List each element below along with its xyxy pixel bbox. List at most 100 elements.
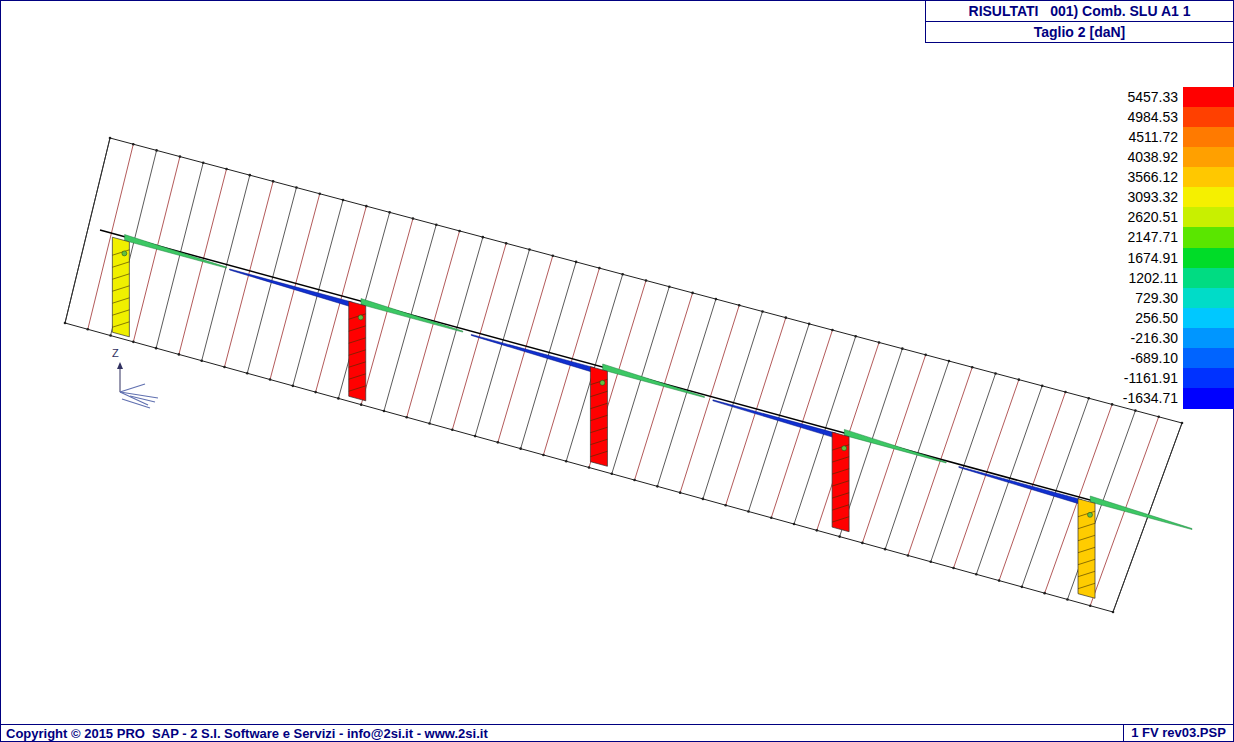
legend-value: 4511.72 — [1128, 127, 1178, 147]
hatch-line — [832, 469, 849, 474]
file-name-box: 1 FV rev03.PSP — [1123, 724, 1234, 742]
hatch-line — [349, 326, 366, 331]
mesh-node — [645, 279, 648, 282]
hatch-line — [349, 314, 366, 319]
mesh-node — [383, 410, 386, 413]
mesh-node — [854, 335, 857, 338]
mesh-node — [656, 485, 659, 488]
shear-positive-strip — [603, 364, 705, 398]
mesh-node — [528, 248, 531, 251]
mesh-node — [482, 236, 485, 239]
hatch-line — [112, 262, 129, 267]
mesh-node — [451, 429, 454, 432]
mesh-node — [428, 422, 431, 425]
legend-swatch — [1183, 348, 1234, 369]
legend-swatch — [1183, 127, 1234, 148]
legend-value: 729.30 — [1135, 288, 1178, 308]
mesh-node — [1041, 385, 1044, 388]
mesh-node — [715, 298, 718, 301]
legend-swatch — [1183, 227, 1234, 248]
header-subtitle: Taglio 2 [daN] — [926, 21, 1233, 42]
mesh-node — [405, 416, 408, 419]
legend-value: -1634.71 — [1123, 388, 1178, 408]
mesh-node — [519, 447, 522, 450]
mesh-node — [668, 285, 671, 288]
hatch-line — [349, 374, 366, 379]
hatch-line — [1078, 571, 1095, 576]
hatch-line — [112, 298, 129, 303]
hatch-line — [112, 322, 129, 327]
legend-swatch — [1183, 107, 1234, 128]
axis-icon — [117, 362, 158, 408]
mesh-node — [838, 535, 841, 538]
copyright-note: Copyright © 2015 PRO SAP - 2 S.I. Softwa… — [6, 726, 488, 741]
mesh-node — [365, 205, 368, 208]
support-symbol — [600, 380, 605, 385]
mesh-node — [1064, 391, 1067, 394]
hatch-line — [112, 310, 129, 315]
legend-value: -1161.91 — [1124, 368, 1178, 388]
hatch-line — [590, 415, 607, 420]
mesh-node — [292, 385, 295, 388]
legend-swatch — [1183, 87, 1234, 108]
mesh-node — [948, 360, 951, 363]
hatch-line — [590, 403, 607, 408]
mesh-node — [785, 316, 788, 319]
mesh-node — [793, 523, 796, 526]
legend-swatch — [1183, 167, 1234, 188]
mesh-node — [1111, 403, 1114, 406]
mesh-node — [1134, 409, 1137, 412]
legend-value: 4984.53 — [1127, 107, 1178, 127]
mesh-node — [816, 529, 819, 532]
mesh-node — [109, 137, 112, 140]
support-symbol — [1088, 512, 1093, 517]
hatch-line — [590, 391, 607, 396]
mesh-node — [1066, 598, 1069, 601]
hatch-line — [112, 286, 129, 291]
shear-negative-strip — [713, 400, 836, 438]
shear-bar — [832, 432, 849, 532]
legend-swatch — [1183, 248, 1234, 269]
legend-value: 2147.71 — [1127, 227, 1178, 247]
legend-swatch — [1183, 328, 1234, 349]
legend-value: -689.10 — [1131, 348, 1178, 368]
hatch-line — [112, 274, 129, 279]
mesh-node — [314, 391, 317, 394]
legend-swatch — [1183, 207, 1234, 228]
mesh-node — [200, 359, 203, 362]
shear-positive-strip — [844, 429, 946, 463]
mesh-node — [588, 466, 591, 469]
mesh-node — [412, 217, 415, 220]
legend-value: 1674.91 — [1127, 248, 1178, 268]
mesh-node — [924, 354, 927, 357]
hatch-line — [590, 427, 607, 432]
mesh-node — [861, 542, 864, 545]
mesh-node — [542, 454, 545, 457]
shear-negative-strip — [471, 334, 594, 372]
mesh-node — [884, 548, 887, 551]
mesh-node — [621, 273, 624, 276]
mesh-node — [318, 192, 321, 195]
mesh-node — [1157, 416, 1160, 419]
axis-label: Z — [112, 346, 119, 361]
hatch-line — [1078, 511, 1095, 516]
mesh-node — [1018, 378, 1021, 381]
header-title: RISULTATI 001) Comb. SLU A1 1 — [926, 1, 1233, 21]
mesh-node — [202, 161, 205, 164]
mesh-node — [1181, 422, 1184, 425]
shear-positive-strip — [1090, 496, 1192, 530]
mesh-node — [223, 366, 226, 369]
footer-rule — [0, 724, 1234, 725]
hatch-line — [1078, 535, 1095, 540]
mesh-node — [474, 435, 477, 438]
mesh-node — [575, 261, 578, 264]
mesh-node — [155, 149, 158, 152]
mesh-node — [929, 560, 932, 563]
legend-value: 256.50 — [1135, 308, 1178, 328]
legend-swatch — [1183, 368, 1234, 389]
mesh-node — [225, 168, 228, 171]
shear-bar — [590, 367, 607, 467]
mesh-node — [360, 403, 363, 406]
